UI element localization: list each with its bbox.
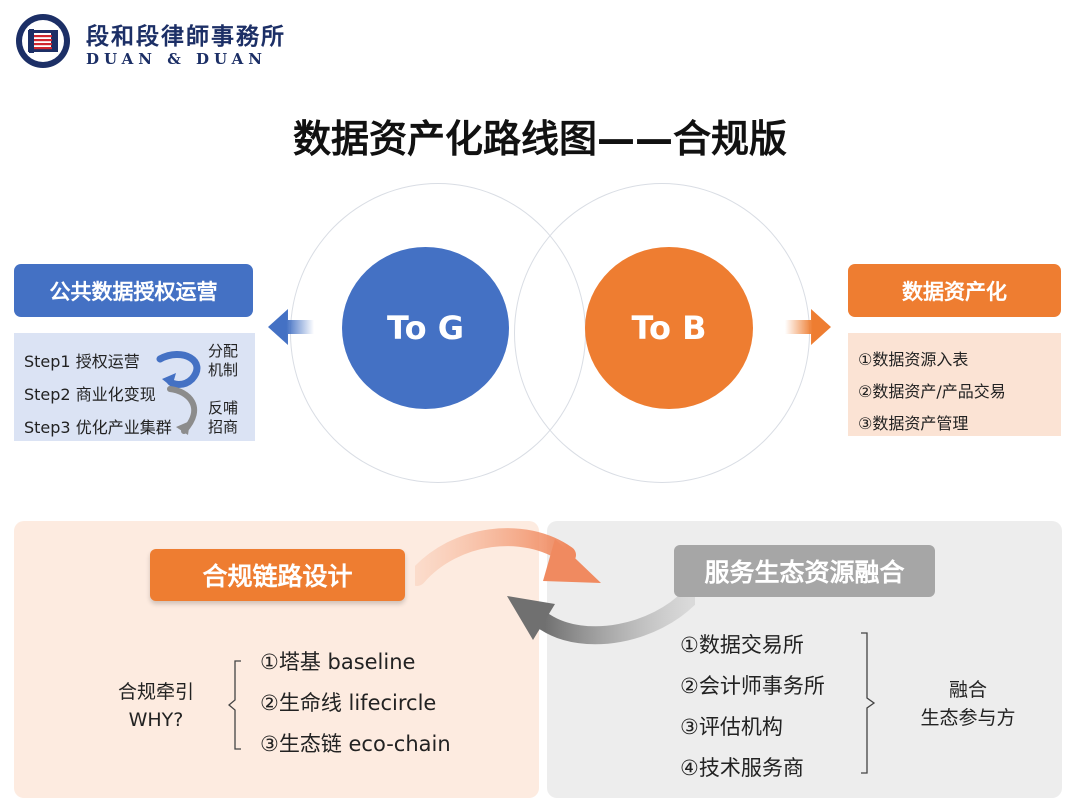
ecosystem-bracket	[861, 632, 876, 774]
feedback-investment-label: 反哺 招商	[208, 399, 239, 436]
public-data-header: 公共数据授权运营	[14, 264, 253, 317]
step-1: Step1 授权运营	[24, 352, 140, 371]
ecosystem-item-1: ①数据交易所	[680, 633, 804, 657]
gray-curved-arrow-icon	[507, 590, 695, 645]
compliance-item-2: ②生命线 lifecircle	[260, 691, 437, 715]
to-g-steps-panel	[14, 333, 255, 441]
logo-mark-icon	[16, 14, 70, 68]
right-arrow-icon	[785, 309, 831, 345]
step-3: Step3 优化产业集群	[24, 418, 172, 437]
compliance-item-3: ③生态链 eco-chain	[260, 732, 451, 756]
to-b-label: To B	[631, 309, 707, 347]
page-title: 数据资产化路线图——合规版	[292, 117, 787, 161]
compliance-bracket	[228, 660, 241, 750]
compliance-item-1: ①塔基 baseline	[260, 650, 416, 674]
logo-chinese-name: 段和段律師事務所	[86, 23, 286, 50]
compliance-guide-label: 合规牵引 WHY?	[117, 681, 194, 731]
compliance-link-design-label: 合规链路设计	[202, 562, 353, 591]
cycle-arrow-icon	[156, 351, 201, 435]
data-assetization-header-label: 数据资产化	[902, 279, 1007, 304]
ecosystem-item-2: ②会计师事务所	[680, 674, 825, 698]
logo-english-name: DUAN & DUAN	[86, 50, 267, 68]
step-2: Step2 商业化变现	[24, 385, 156, 404]
to-b-item-3: ③数据资产管理	[858, 414, 969, 433]
ecosystem-summary-label: 融合 生态参与方	[920, 679, 1016, 729]
ecosystem-item-3: ③评估机构	[680, 715, 783, 739]
compliance-link-design-button: 合规链路设计	[150, 549, 405, 601]
data-assetization-header: 数据资产化	[848, 264, 1061, 317]
distribution-mechanism-label: 分配 机制	[208, 342, 239, 379]
ecosystem-integration-button: 服务生态资源融合	[674, 545, 935, 597]
public-data-header-label: 公共数据授权运营	[49, 279, 218, 304]
to-g-label: To G	[387, 309, 464, 347]
to-b-circle: To B	[585, 247, 753, 409]
left-arrow-icon	[268, 309, 314, 345]
to-b-item-1: ①数据资源入表	[858, 350, 969, 369]
orange-curved-arrow-icon	[415, 528, 601, 586]
to-b-item-2: ②数据资产/产品交易	[858, 382, 1006, 401]
ecosystem-integration-label: 服务生态资源融合	[704, 558, 905, 587]
to-b-items-panel	[848, 333, 1061, 436]
to-g-circle: To G	[342, 247, 509, 409]
ecosystem-item-4: ④技术服务商	[680, 756, 804, 780]
